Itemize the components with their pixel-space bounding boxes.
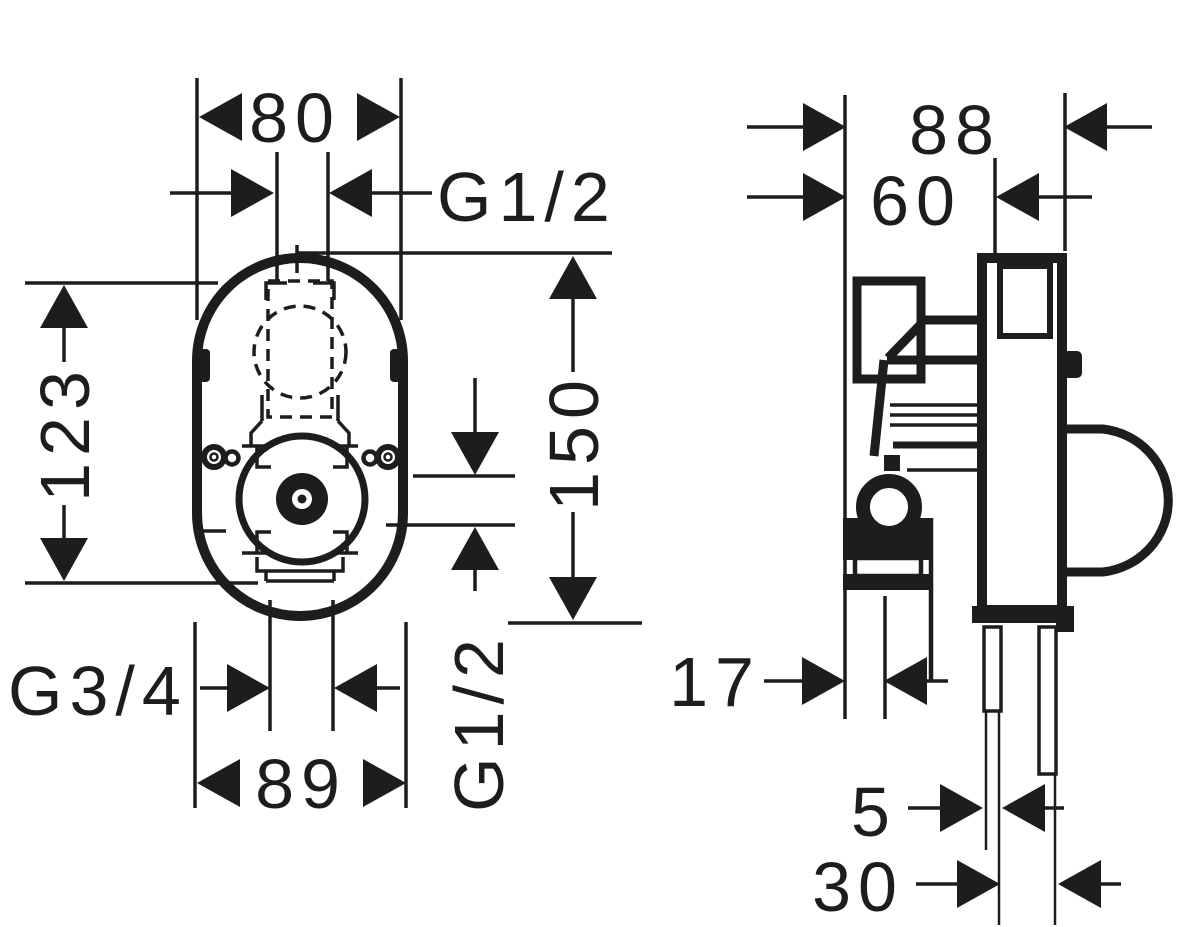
dim-label-pipe-offset: 5 bbox=[851, 773, 897, 851]
dim-pipe-spacing: 30 bbox=[812, 848, 1121, 926]
dim-label-side-thread: G1/2 bbox=[440, 632, 518, 812]
side-mounting-lug bbox=[1063, 351, 1082, 378]
notch-br bbox=[333, 530, 349, 552]
lower-bracket-window bbox=[852, 555, 924, 579]
arrowhead-up bbox=[549, 256, 597, 299]
dim-recess-depth: 60 bbox=[747, 158, 1092, 254]
hidden-top-port bbox=[266, 279, 334, 419]
dim-left-height: 123 bbox=[25, 281, 258, 585]
arrowhead-up bbox=[451, 527, 499, 570]
notch-tr bbox=[333, 447, 349, 469]
left-supply-pipe bbox=[982, 625, 1003, 713]
dim-top-thread: G1/2 bbox=[170, 152, 617, 281]
dim-label-top-thread: G1/2 bbox=[437, 158, 617, 236]
left-mounting-lug bbox=[197, 349, 210, 382]
dim-bottom-width: 89 bbox=[193, 622, 408, 823]
front-body bbox=[192, 245, 515, 621]
dim-label-bottom-thread: G3/4 bbox=[8, 652, 188, 730]
flare-left bbox=[249, 419, 264, 446]
arrowhead-left bbox=[231, 169, 274, 217]
dim-side-thread: G1/2 bbox=[440, 378, 518, 812]
left-screw-boss bbox=[201, 444, 227, 470]
dim-label-bottom-width: 89 bbox=[255, 745, 347, 823]
arrowhead-down bbox=[451, 432, 499, 475]
port-corner-left bbox=[264, 281, 287, 300]
left-screw-washer bbox=[223, 449, 241, 467]
arrowhead-left bbox=[802, 657, 845, 705]
arrowhead-right bbox=[363, 759, 406, 807]
arrowhead-left bbox=[957, 860, 1000, 908]
dim-top-width: 80 bbox=[195, 78, 403, 320]
arrowhead-left bbox=[940, 784, 983, 832]
dim-total-depth: 88 bbox=[747, 91, 1152, 251]
bracket-diagonal bbox=[884, 320, 925, 362]
arrowhead-down bbox=[549, 577, 597, 620]
dim-label-left-height: 123 bbox=[26, 364, 104, 502]
dim-body-offset: 17 bbox=[669, 596, 948, 721]
arrowhead-left bbox=[227, 664, 270, 712]
flange-nub bbox=[1056, 606, 1074, 632]
dim-right-height: 150 bbox=[298, 251, 642, 625]
spindle-dot bbox=[297, 494, 307, 504]
arrowhead-right bbox=[1002, 784, 1045, 832]
arrowhead-up bbox=[40, 285, 88, 328]
arrowhead-right bbox=[1058, 860, 1101, 908]
arrowhead-right bbox=[884, 657, 927, 705]
body-left-edge bbox=[869, 359, 889, 457]
right-screw-center bbox=[383, 452, 393, 462]
box-bottom-flange bbox=[972, 606, 1072, 623]
arrowhead-left bbox=[803, 173, 846, 221]
screw-boss-side bbox=[856, 474, 922, 540]
boss-stem bbox=[884, 455, 900, 471]
side-view: 88 60 17 5 bbox=[669, 91, 1173, 926]
bottom-union-step1 bbox=[255, 557, 345, 573]
arrowhead-right bbox=[357, 93, 400, 141]
arrowhead-right bbox=[1064, 103, 1107, 151]
right-screw-boss bbox=[375, 444, 401, 470]
dim-label-body-offset: 17 bbox=[669, 643, 761, 721]
dim-label-pipe-spacing: 30 bbox=[812, 848, 904, 926]
front-view: 80 G1/2 123 bbox=[8, 78, 642, 823]
dim-bottom-thread: G3/4 bbox=[8, 600, 400, 731]
left-screw-center bbox=[209, 452, 219, 462]
arrowhead-right bbox=[996, 173, 1039, 221]
arrowhead-left bbox=[199, 93, 242, 141]
arrowhead-left bbox=[803, 103, 846, 151]
flare-right bbox=[336, 419, 351, 446]
arrowhead-left bbox=[197, 759, 240, 807]
dim-label-top-width: 80 bbox=[249, 79, 341, 157]
port-corner-right bbox=[313, 281, 336, 300]
arrowhead-right bbox=[329, 169, 372, 217]
cartridge-dome bbox=[1065, 424, 1173, 577]
dim-label-total-depth: 88 bbox=[909, 91, 1001, 169]
right-mounting-lug bbox=[390, 349, 403, 382]
dim-pipe-offset: 5 bbox=[851, 773, 1064, 851]
dim-label-right-height: 150 bbox=[535, 373, 613, 511]
notch-tl bbox=[255, 447, 271, 469]
arrowhead-right bbox=[334, 664, 377, 712]
notch-bl bbox=[255, 530, 271, 552]
right-supply-pipe bbox=[1037, 625, 1058, 776]
hidden-sphere bbox=[252, 304, 348, 400]
side-body bbox=[843, 95, 1173, 925]
right-screw-washer bbox=[361, 449, 379, 467]
arrowhead-down bbox=[40, 538, 88, 581]
dim-label-recess-depth: 60 bbox=[870, 162, 962, 240]
lower-bracket-bar bbox=[843, 574, 933, 590]
flush-box-inner bbox=[997, 263, 1053, 339]
